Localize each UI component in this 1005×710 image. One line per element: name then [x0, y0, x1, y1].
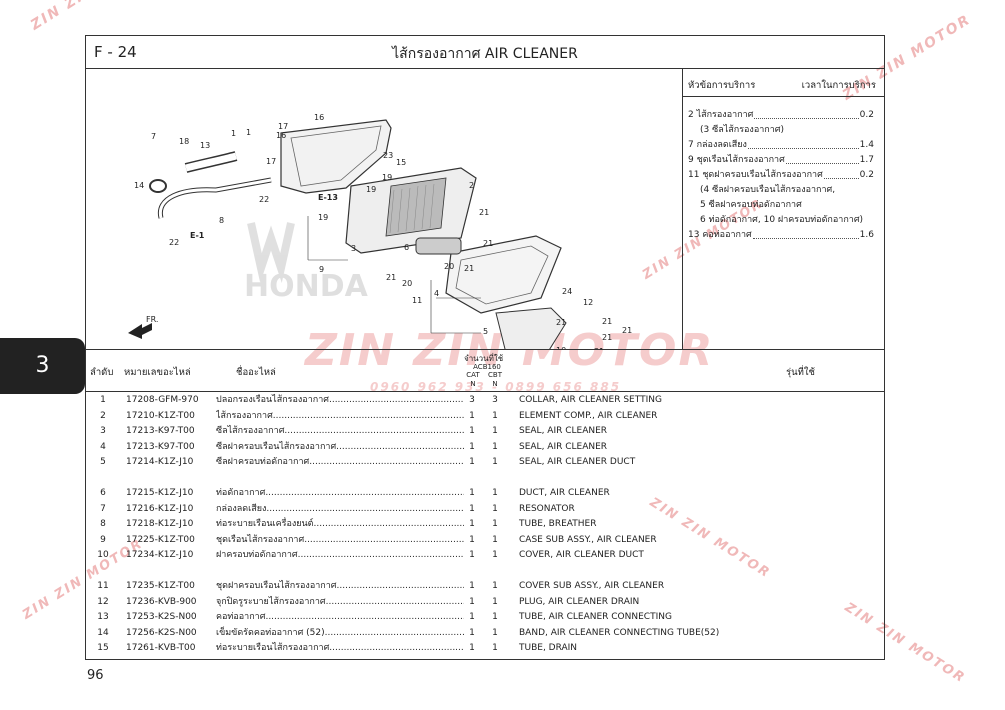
breather-tube [157, 177, 272, 219]
col-header-n2: N [492, 380, 498, 388]
svg-text:E-13: E-13 [318, 193, 338, 202]
svg-text:18: 18 [179, 137, 189, 146]
watermark-corner: ZIN ZIN MOTOR [28, 0, 162, 34]
page-header: F - 24 ไส้กรองอากาศ AIR CLEANER [86, 36, 884, 69]
svg-text:17: 17 [278, 122, 288, 131]
svg-text:6: 6 [404, 243, 409, 252]
section-tab: 3 [0, 338, 85, 394]
svg-text:21: 21 [479, 208, 489, 217]
col-header-name: ชื่ออะไหล่ [236, 367, 276, 378]
svg-text:22: 22 [259, 195, 269, 204]
svg-text:2: 2 [469, 181, 474, 190]
svg-text:19: 19 [318, 213, 328, 222]
svg-text:22: 22 [169, 238, 179, 247]
svg-text:21: 21 [602, 317, 612, 326]
svg-text:1: 1 [246, 128, 251, 137]
air-duct [415, 237, 462, 255]
col-header-no: ลำดับ [90, 367, 114, 378]
honda-wordmark: HONDA [244, 269, 369, 304]
col-header-fit: รุ่นที่ใช้ [786, 367, 815, 378]
svg-text:21: 21 [464, 264, 474, 273]
service-header: หัวข้อการบริการ เวลาในการบริการ [682, 68, 884, 93]
diagram-svg: HONDA [128, 113, 632, 367]
svg-text:15: 15 [396, 158, 406, 167]
service-col-item: หัวข้อการบริการ [688, 80, 756, 91]
svg-text:FR.: FR. [146, 315, 158, 324]
svg-text:16: 16 [314, 113, 324, 122]
service-subitem: (4 ซีลฝาครอบเรือนไส้กรองอากาศ, [700, 185, 836, 195]
honda-logo: HONDA [244, 222, 369, 304]
service-subitem: (3 ซีลไส้กรองอากาศ) [700, 125, 785, 135]
svg-text:13: 13 [200, 141, 210, 150]
col-header-n1: N [470, 380, 476, 388]
service-time-panel: หัวข้อการบริการ เวลาในการบริการ 2 ไส้กรอ… [682, 68, 884, 349]
svg-text:5: 5 [483, 327, 488, 336]
svg-text:14: 14 [134, 181, 144, 190]
svg-text:16: 16 [276, 131, 286, 140]
col-header-cbt: CBT [488, 371, 502, 379]
service-subitem: 5 ซีลฝาครอบท่อดักอากาศ [700, 200, 802, 210]
svg-text:20: 20 [402, 279, 412, 288]
svg-text:E-1: E-1 [190, 231, 205, 240]
exploded-diagram: HONDA [86, 68, 683, 367]
col-header-part-no: หมายเลขอะไหล่ [124, 367, 191, 378]
page-number: 96 [87, 668, 104, 683]
svg-text:1: 1 [231, 129, 236, 138]
svg-text:21: 21 [622, 326, 632, 335]
svg-text:21: 21 [483, 239, 493, 248]
air-cleaner-cover [445, 235, 562, 314]
page-title: ไส้กรองอากาศ AIR CLEANER [392, 46, 578, 62]
figure-code: F - 24 [94, 43, 137, 61]
svg-text:4: 4 [434, 289, 439, 298]
air-cleaner-case [280, 119, 392, 194]
service-col-time: เวลาในการบริการ [801, 80, 876, 91]
service-subitem: 6 ท่อดักอากาศ, 10 ฝาครอบท่อดักอากาศ) [700, 215, 864, 225]
col-header-cat: CAT [466, 371, 480, 379]
duct-cover [495, 307, 567, 364]
svg-text:21: 21 [386, 273, 396, 282]
col-header-model: ACB160 [473, 363, 501, 371]
parts-page-frame: F - 24 ไส้กรองอากาศ AIR CLEANER HONDA [85, 35, 885, 660]
svg-text:19: 19 [366, 185, 376, 194]
svg-text:21: 21 [602, 333, 612, 342]
svg-text:23: 23 [383, 151, 393, 160]
svg-text:9: 9 [319, 265, 324, 274]
svg-text:19: 19 [382, 173, 392, 182]
svg-text:20: 20 [444, 262, 454, 271]
col-header-qty: จำนวนที่ใช้ [464, 354, 504, 363]
svg-text:3: 3 [351, 244, 356, 253]
svg-text:8: 8 [219, 216, 224, 225]
svg-text:17: 17 [266, 157, 276, 166]
svg-text:7: 7 [151, 132, 156, 141]
svg-text:11: 11 [412, 296, 422, 305]
connecting-band [149, 179, 167, 193]
svg-text:21: 21 [556, 318, 566, 327]
svg-text:12: 12 [583, 298, 593, 307]
svg-text:24: 24 [562, 287, 572, 296]
front-arrow: FR. [128, 315, 158, 339]
